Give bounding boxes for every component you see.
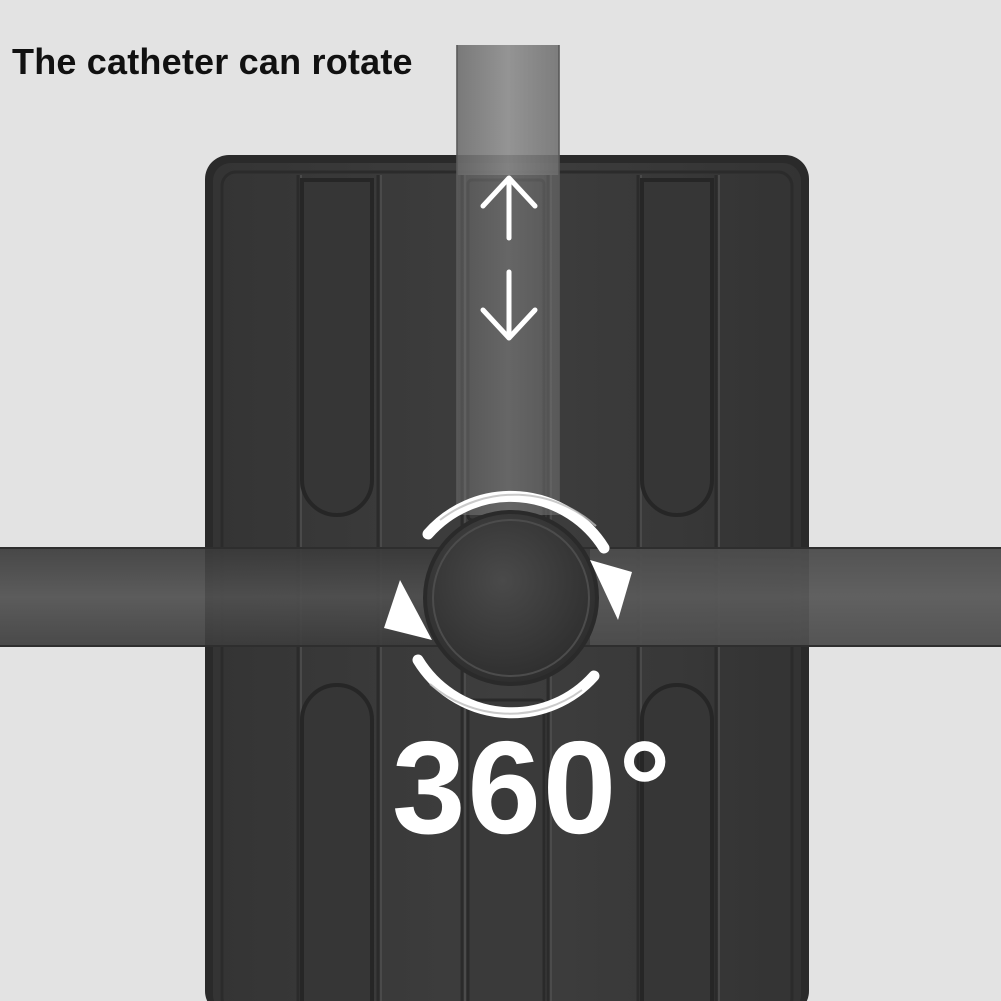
rotate-arrowheads bbox=[384, 560, 632, 640]
lower-slots bbox=[300, 683, 714, 1001]
rotating-hub bbox=[423, 510, 599, 686]
up-down-arrows-icon bbox=[480, 175, 538, 341]
catheter-tube-vertical bbox=[456, 45, 560, 515]
rotation-degree-label: 360° bbox=[392, 714, 674, 861]
caption-title: The catheter can rotate bbox=[12, 41, 413, 82]
circular-rotate-arrows-icon bbox=[412, 490, 610, 719]
